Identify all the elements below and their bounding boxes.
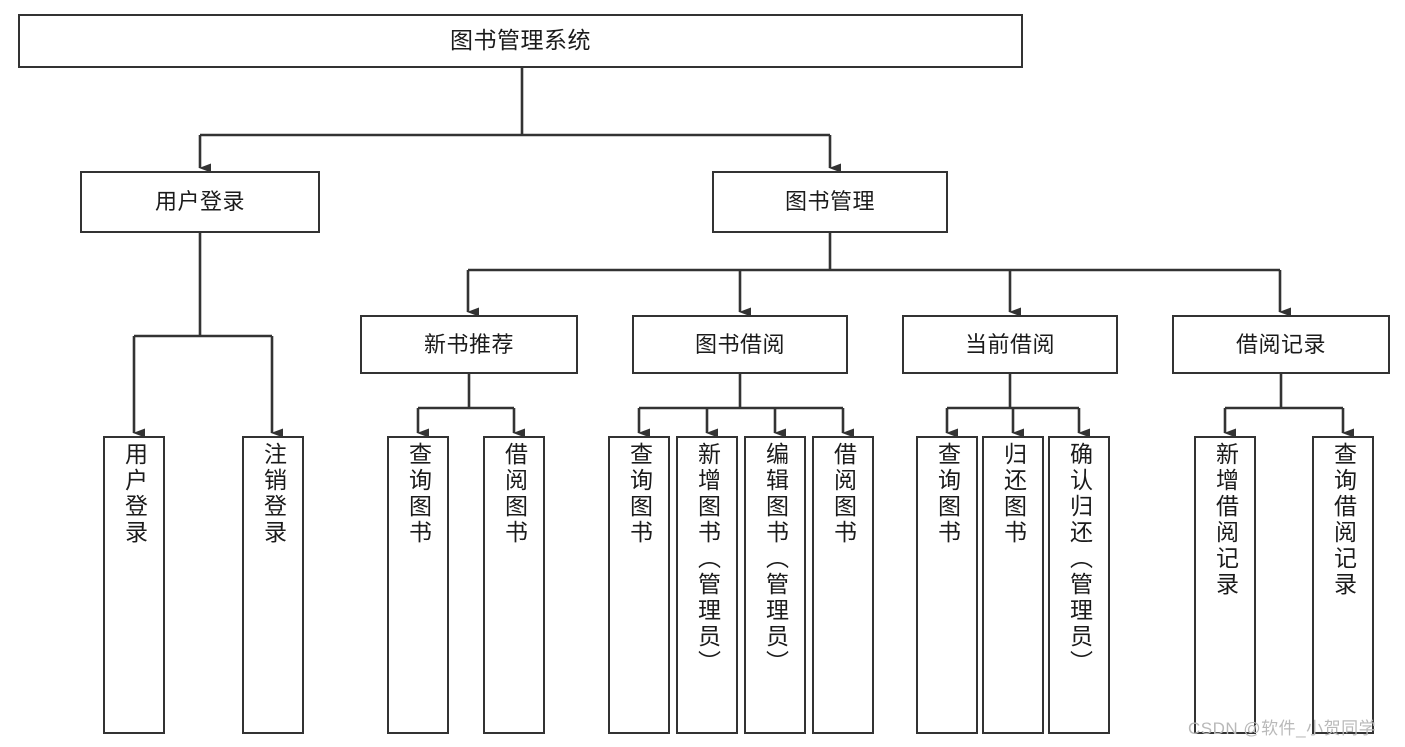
node-leaf-edit-book[interactable]: 编辑图书（管理员） bbox=[744, 436, 806, 734]
node-leaf-user-login[interactable]: 用户登录 bbox=[103, 436, 165, 734]
node-user-login[interactable]: 用户登录 bbox=[80, 171, 320, 233]
node-borrow-record[interactable]: 借阅记录 bbox=[1172, 315, 1390, 374]
node-book-manage-label: 图书管理 bbox=[784, 189, 875, 215]
node-current-borrow-label: 当前借阅 bbox=[964, 331, 1055, 357]
node-borrow-record-label: 借阅记录 bbox=[1235, 331, 1326, 357]
node-leaf-confirm-return-label: 确认归还（管理员） bbox=[1066, 442, 1093, 676]
node-leaf-query-book-rec[interactable]: 查询图书 bbox=[387, 436, 449, 734]
node-leaf-add-book[interactable]: 新增图书（管理员） bbox=[676, 436, 738, 734]
node-leaf-borrow-book[interactable]: 借阅图书 bbox=[812, 436, 874, 734]
node-leaf-user-logout-label: 注销登录 bbox=[260, 442, 287, 546]
node-book-borrow-label: 图书借阅 bbox=[694, 331, 785, 357]
node-current-borrow[interactable]: 当前借阅 bbox=[902, 315, 1118, 374]
node-new-book-recommend[interactable]: 新书推荐 bbox=[360, 315, 578, 374]
node-leaf-query-book-cur-label: 查询图书 bbox=[934, 442, 961, 546]
node-leaf-query-book-borrow-label: 查询图书 bbox=[626, 442, 653, 546]
node-leaf-user-login-label: 用户登录 bbox=[121, 442, 148, 546]
node-leaf-borrow-book-rec-label: 借阅图书 bbox=[501, 442, 528, 546]
node-leaf-query-book-cur[interactable]: 查询图书 bbox=[916, 436, 978, 734]
node-leaf-user-logout[interactable]: 注销登录 bbox=[242, 436, 304, 734]
node-leaf-add-record[interactable]: 新增借阅记录 bbox=[1194, 436, 1256, 734]
node-leaf-confirm-return[interactable]: 确认归还（管理员） bbox=[1048, 436, 1110, 734]
node-new-book-recommend-label: 新书推荐 bbox=[423, 331, 514, 357]
node-book-manage[interactable]: 图书管理 bbox=[712, 171, 948, 233]
node-leaf-return-book-label: 归还图书 bbox=[1000, 442, 1027, 546]
node-leaf-query-record-label: 查询借阅记录 bbox=[1330, 442, 1357, 598]
node-leaf-return-book[interactable]: 归还图书 bbox=[982, 436, 1044, 734]
node-leaf-edit-book-label: 编辑图书（管理员） bbox=[762, 442, 789, 676]
node-root[interactable]: 图书管理系统 bbox=[18, 14, 1023, 68]
node-leaf-borrow-book-rec[interactable]: 借阅图书 bbox=[483, 436, 545, 734]
node-leaf-query-book-rec-label: 查询图书 bbox=[405, 442, 432, 546]
node-user-login-label: 用户登录 bbox=[154, 189, 245, 215]
node-leaf-add-record-label: 新增借阅记录 bbox=[1212, 442, 1239, 598]
node-leaf-add-book-label: 新增图书（管理员） bbox=[694, 442, 721, 676]
node-book-borrow[interactable]: 图书借阅 bbox=[632, 315, 848, 374]
node-leaf-query-book-borrow[interactable]: 查询图书 bbox=[608, 436, 670, 734]
node-leaf-borrow-book-label: 借阅图书 bbox=[830, 442, 857, 546]
node-root-label: 图书管理系统 bbox=[450, 27, 591, 54]
node-leaf-query-record[interactable]: 查询借阅记录 bbox=[1312, 436, 1374, 734]
